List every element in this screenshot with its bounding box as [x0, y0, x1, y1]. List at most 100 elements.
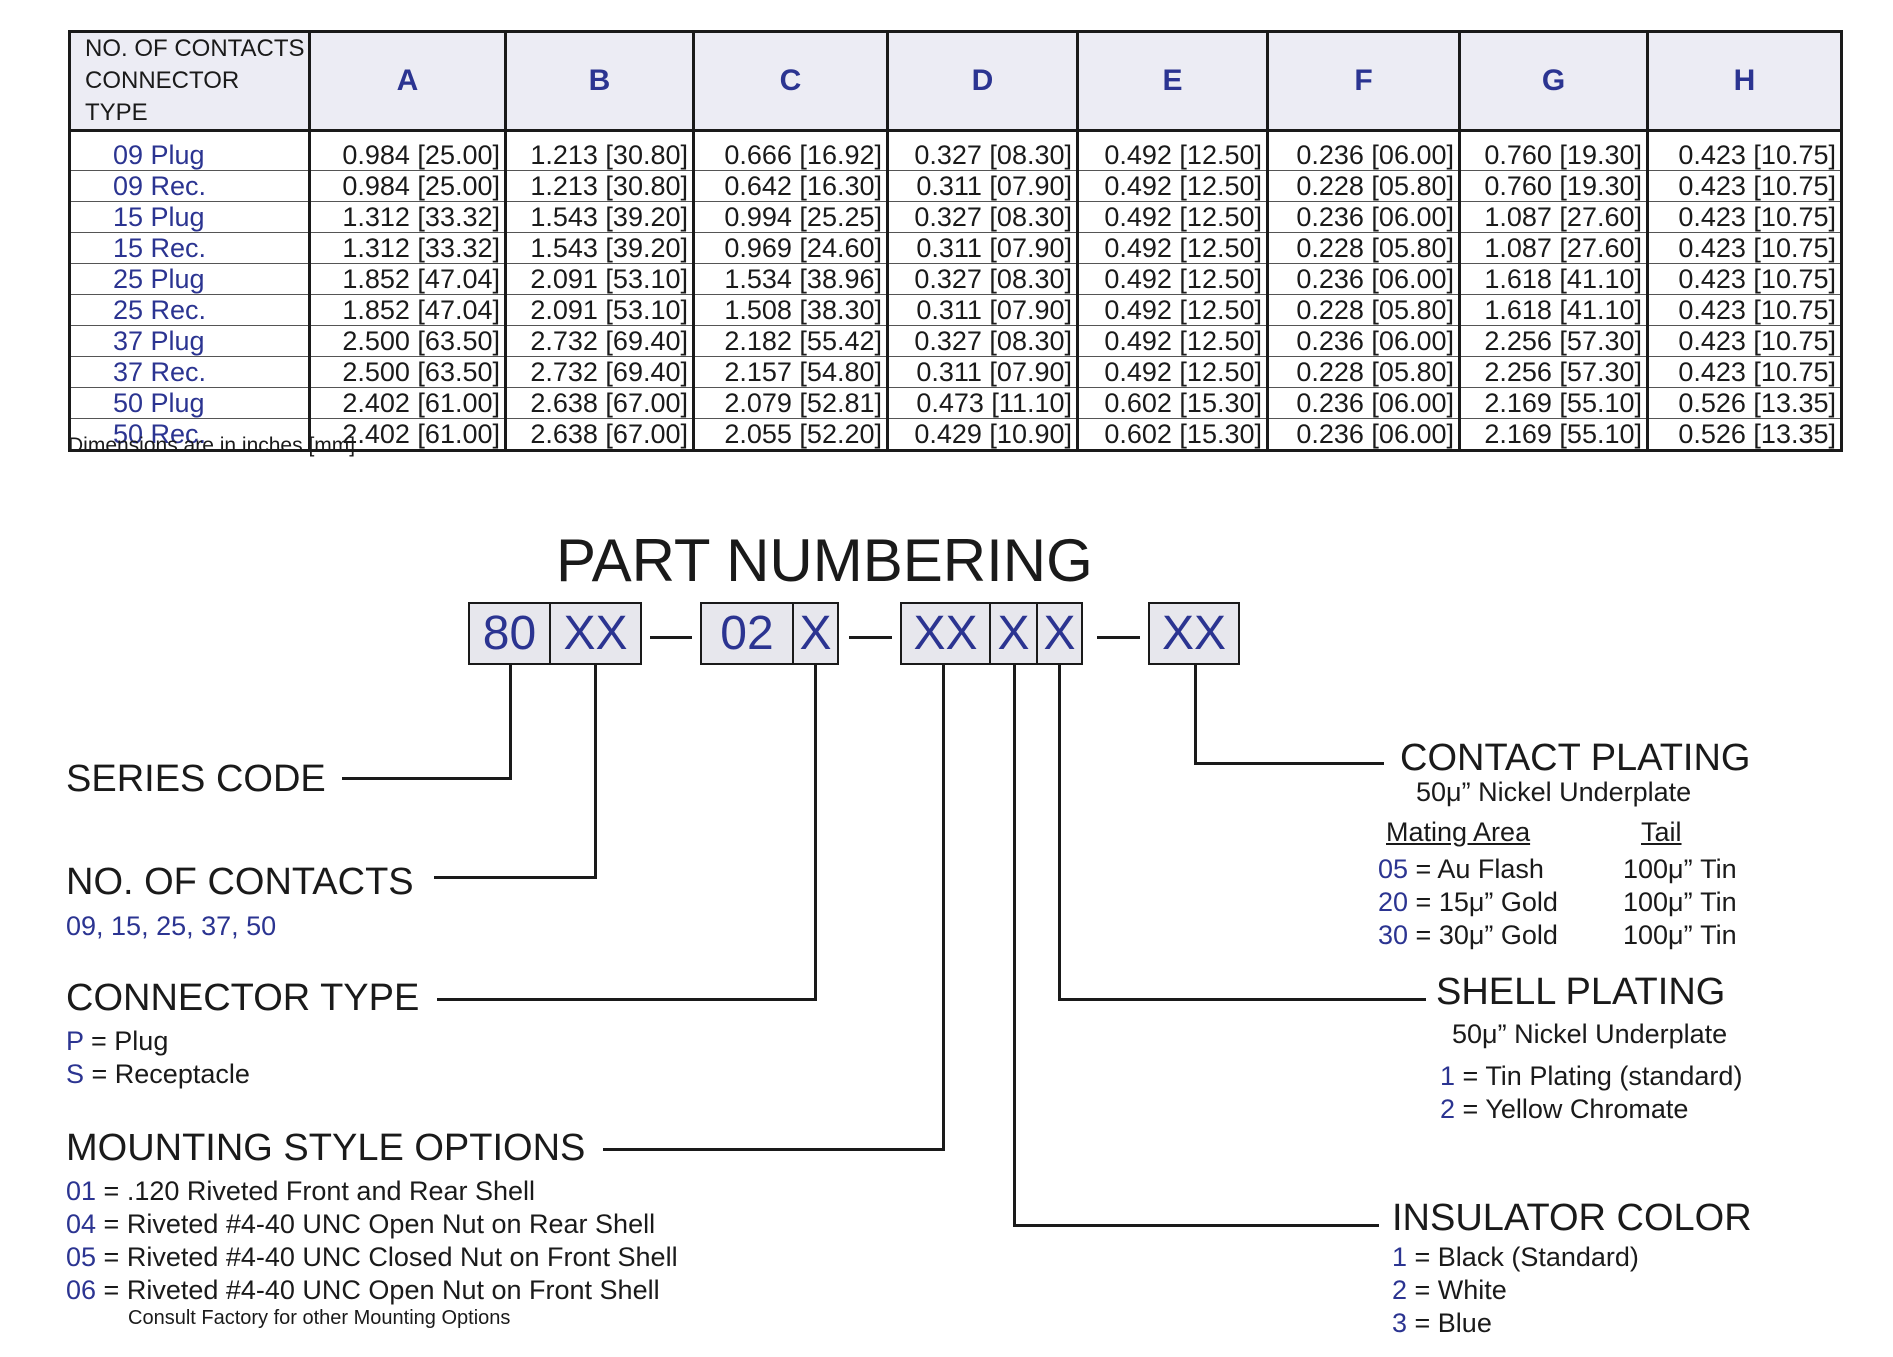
dimension-cell: 0.602 [15.30] [1076, 418, 1269, 451]
plating-tail: 100μ” Tin [1623, 887, 1737, 917]
dimension-cell: 2.402 [61.00] [308, 418, 507, 451]
shell-option: 2 = Yellow Chromate [1440, 1093, 1688, 1126]
leader-line-mounting [942, 665, 945, 1151]
dimension-cell: 0.984 [25.00] [308, 170, 507, 202]
dimension-cell: 2.402 [61.00] [308, 387, 507, 419]
dimension-cell: 0.311 [07.90] [886, 356, 1079, 388]
leader-line-contacts [434, 876, 597, 879]
column-header: F [1266, 30, 1461, 132]
leader-line-shell [1058, 665, 1061, 1001]
dimension-cell: 2.638 [67.00] [504, 387, 695, 419]
dimension-cell: 2.169 [55.10] [1458, 418, 1649, 451]
contact-plating-sub: 50μ” Nickel Underplate [1416, 777, 1692, 807]
dimension-cell: 1.543 [39.20] [504, 201, 695, 233]
option-text: = Tin Plating (standard) [1455, 1061, 1743, 1091]
connector-type-cell: 50 Rec. [68, 418, 311, 451]
dimension-cell: 2.256 [57.30] [1458, 356, 1649, 388]
dimension-cell: 0.423 [10.75] [1646, 201, 1843, 233]
dimension-cell: 0.760 [19.30] [1458, 130, 1649, 171]
option-text: = Blue [1407, 1308, 1492, 1338]
connector-option: P = Plug [66, 1025, 168, 1058]
dimension-cell: 0.236 [06.00] [1266, 263, 1461, 295]
table-header-row: NO. OF CONTACTS CONNECTOR TYPE A B C D E… [68, 30, 1843, 132]
insulator-box: X [989, 602, 1038, 665]
dimension-cell: 0.492 [12.50] [1076, 325, 1269, 357]
dimension-cell: 0.311 [07.90] [886, 294, 1079, 326]
dimension-cell: 0.423 [10.75] [1646, 170, 1843, 202]
option-text: = Receptacle [84, 1059, 250, 1089]
dimension-cell: 1.312 [33.32] [308, 201, 507, 233]
dimension-cell: 2.732 [69.40] [504, 325, 695, 357]
option-text: = Riveted #4-40 UNC Open Nut on Rear She… [96, 1209, 656, 1239]
dimension-cell: 2.055 [52.20] [692, 418, 889, 451]
column-header: C [692, 30, 889, 132]
connector-type-cell: 15 Rec. [68, 232, 311, 264]
dimension-cell: 0.327 [08.30] [886, 130, 1079, 171]
option-code: 2 [1440, 1094, 1456, 1124]
dimension-cell: 0.327 [08.30] [886, 325, 1079, 357]
plating-option: 20 = 15μ” Gold [1378, 886, 1558, 919]
mounting-option: 05 = Riveted #4-40 UNC Closed Nut on Fro… [66, 1241, 678, 1274]
leader-line-mounting [603, 1148, 945, 1151]
contact-plating-label: CONTACT PLATING [1400, 737, 1751, 779]
option-text: = 30μ” Gold [1408, 920, 1558, 950]
mounting-option: 04 = Riveted #4-40 UNC Open Nut on Rear … [66, 1208, 655, 1241]
connector-type-cell: 09 Plug [68, 130, 311, 171]
table-row: 25 Rec.1.852 [47.04]2.091 [53.10]1.508 [… [68, 294, 1843, 326]
part-numbering-title: PART NUMBERING [556, 527, 1093, 594]
column-header: E [1076, 30, 1269, 132]
column-header: D [886, 30, 1079, 132]
dimension-cell: 1.087 [27.60] [1458, 201, 1649, 233]
mounting-option: 06 = Riveted #4-40 UNC Open Nut on Front… [66, 1274, 660, 1307]
connector-type-cell: 50 Plug [68, 387, 311, 419]
dimension-cell: 0.473 [11.10] [886, 387, 1079, 419]
plating-option: 05 = Au Flash [1378, 853, 1544, 886]
series-code-label: SERIES CODE [66, 758, 326, 800]
contacts-values: 09, 15, 25, 37, 50 [66, 911, 277, 941]
dimension-cell: 1.852 [47.04] [308, 263, 507, 295]
dimension-cell: 0.236 [06.00] [1266, 201, 1461, 233]
connector-type-header: NO. OF CONTACTS CONNECTOR TYPE [68, 30, 311, 132]
dimension-cell: 2.638 [67.00] [504, 418, 695, 451]
header-line-type: CONNECTOR TYPE [85, 67, 240, 126]
shell-plating-box: X [1036, 602, 1083, 665]
dimension-cell: 2.182 [55.42] [692, 325, 889, 357]
separator-dash [650, 636, 692, 639]
insulator-label: INSULATOR COLOR [1392, 1197, 1752, 1239]
option-text: = 15μ” Gold [1408, 887, 1558, 917]
shell-option: 1 = Tin Plating (standard) [1440, 1060, 1742, 1093]
option-code: 30 [1378, 920, 1409, 950]
leader-line-contact-plating [1194, 665, 1197, 765]
dimension-cell: 0.526 [13.35] [1646, 387, 1843, 419]
separator-dash [1097, 636, 1140, 639]
dimension-cell: 0.423 [10.75] [1646, 356, 1843, 388]
dimension-cell: 2.256 [57.30] [1458, 325, 1649, 357]
connector-type-label: CONNECTOR TYPE [66, 977, 420, 1019]
connector-option: S = Receptacle [66, 1058, 250, 1091]
dimension-cell: 0.228 [05.80] [1266, 356, 1461, 388]
option-code: 20 [1378, 887, 1409, 917]
dimension-cell: 1.534 [38.96] [692, 263, 889, 295]
mounting-box: XX [900, 602, 991, 665]
dimension-cell: 0.492 [12.50] [1076, 294, 1269, 326]
separator-dash [849, 636, 892, 639]
plating-tail: 100μ” Tin [1623, 854, 1737, 884]
dimension-cell: 0.236 [06.00] [1266, 130, 1461, 171]
dimension-cell: 0.236 [06.00] [1266, 418, 1461, 451]
connector-type-cell: 37 Rec. [68, 356, 311, 388]
column-header: H [1646, 30, 1843, 132]
dimension-cell: 2.500 [63.50] [308, 356, 507, 388]
option-code: 01 [66, 1176, 97, 1206]
option-code: 1 [1392, 1242, 1408, 1272]
leader-line-insulator [1013, 665, 1016, 1227]
dimension-cell: 0.311 [07.90] [886, 170, 1079, 202]
tail-header: Tail [1641, 817, 1682, 847]
table-row: 09 Rec.0.984 [25.00]1.213 [30.80]0.642 [… [68, 170, 1843, 202]
dimension-cell: 0.423 [10.75] [1646, 325, 1843, 357]
dimension-cell: 0.228 [05.80] [1266, 294, 1461, 326]
dimension-cell: 0.492 [12.50] [1076, 130, 1269, 171]
dimension-cell: 0.423 [10.75] [1646, 232, 1843, 264]
dimension-cell: 1.312 [33.32] [308, 232, 507, 264]
